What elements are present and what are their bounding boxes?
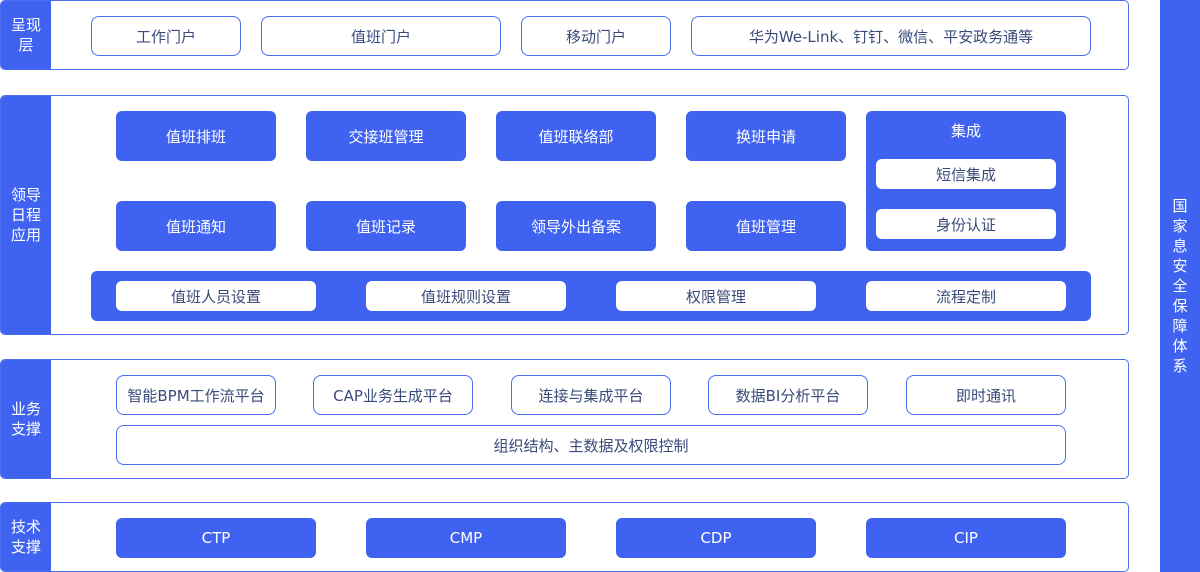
tech-cdp[interactable]: CDP <box>616 518 816 558</box>
app-handover[interactable]: 交接班管理 <box>306 111 466 161</box>
platform-im[interactable]: 即时通讯 <box>906 375 1066 415</box>
platform-cap[interactable]: CAP业务生成平台 <box>313 375 473 415</box>
security-system-bar: 国家息安全保障体系 <box>1160 0 1200 572</box>
application-layer: 领导日程应用 值班排班 交接班管理 值班联络部 换班申请 值班通知 值班记录 领… <box>0 95 1129 335</box>
app-duty-schedule[interactable]: 值班排班 <box>116 111 276 161</box>
layer-label-technical: 技术支撑 <box>1 503 51 571</box>
tech-cip[interactable]: CIP <box>866 518 1066 558</box>
setting-workflow[interactable]: 流程定制 <box>866 281 1066 311</box>
integration-title: 集成 <box>950 121 981 140</box>
app-duty-record[interactable]: 值班记录 <box>306 201 466 251</box>
app-duty-management[interactable]: 值班管理 <box>686 201 846 251</box>
tech-ctp[interactable]: CTP <box>116 518 316 558</box>
app-leader-outing[interactable]: 领导外出备案 <box>496 201 656 251</box>
portal-work[interactable]: 工作门户 <box>91 16 241 56</box>
app-duty-notice[interactable]: 值班通知 <box>116 201 276 251</box>
layer-label-application: 领导日程应用 <box>1 96 51 334</box>
platform-bpm[interactable]: 智能BPM工作流平台 <box>116 375 276 415</box>
presentation-layer: 呈现层 工作门户 值班门户 移动门户 华为We-Link、钉钉、微信、平安政务通… <box>0 0 1129 70</box>
platform-bi[interactable]: 数据BI分析平台 <box>708 375 868 415</box>
integration-identity[interactable]: 身份认证 <box>876 209 1056 239</box>
layer-label-presentation: 呈现层 <box>1 1 51 69</box>
platform-integration[interactable]: 连接与集成平台 <box>511 375 671 415</box>
setting-duty-rules[interactable]: 值班规则设置 <box>366 281 566 311</box>
business-layer: 业务支撑 智能BPM工作流平台 CAP业务生成平台 连接与集成平台 数据BI分析… <box>0 359 1129 479</box>
setting-permissions[interactable]: 权限管理 <box>616 281 816 311</box>
portal-third-party[interactable]: 华为We-Link、钉钉、微信、平安政务通等 <box>691 16 1091 56</box>
integration-panel: 集成 短信集成 身份认证 <box>866 111 1066 251</box>
layer-label-business: 业务支撑 <box>1 360 51 478</box>
foundation-bar[interactable]: 组织结构、主数据及权限控制 <box>116 425 1066 465</box>
setting-duty-staff[interactable]: 值班人员设置 <box>116 281 316 311</box>
integration-sms[interactable]: 短信集成 <box>876 159 1056 189</box>
settings-panel: 值班人员设置 值班规则设置 权限管理 流程定制 <box>91 271 1091 321</box>
app-shift-request[interactable]: 换班申请 <box>686 111 846 161</box>
portal-mobile[interactable]: 移动门户 <box>521 16 671 56</box>
tech-cmp[interactable]: CMP <box>366 518 566 558</box>
app-duty-contact[interactable]: 值班联络部 <box>496 111 656 161</box>
technical-layer: 技术支撑 CTP CMP CDP CIP <box>0 502 1129 572</box>
portal-duty[interactable]: 值班门户 <box>261 16 501 56</box>
